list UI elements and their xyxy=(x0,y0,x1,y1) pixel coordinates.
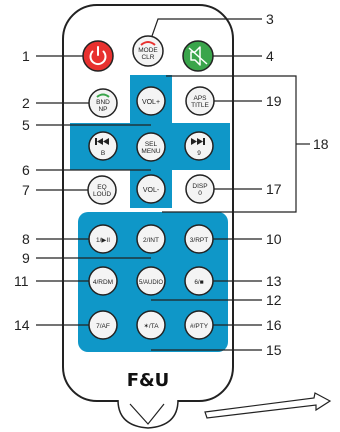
callout-14: 14 xyxy=(14,317,30,333)
aps-title-button[interactable]: APS TITLE xyxy=(185,86,215,116)
callout-lines xyxy=(36,18,310,351)
disp-label: DISP xyxy=(192,183,207,190)
key-6-button[interactable]: 6/■ xyxy=(184,266,214,296)
band-np-button[interactable]: BND NP xyxy=(88,88,118,118)
next-button[interactable]: 9 xyxy=(184,131,214,161)
loud-label: LOUD xyxy=(93,191,111,198)
callout-9: 9 xyxy=(22,250,30,266)
callout-18: 18 xyxy=(313,136,329,152)
menu-label: MENU xyxy=(141,148,160,155)
key-4-button[interactable]: 4/RDM xyxy=(88,266,118,296)
key-7-button[interactable]: 7/AF xyxy=(88,310,118,340)
disp-button[interactable]: DISP 0 xyxy=(185,174,215,204)
vol-up-label: VOL+ xyxy=(142,99,160,106)
power-button[interactable] xyxy=(82,40,114,72)
clr-label: CLR xyxy=(141,54,154,61)
arc-icon xyxy=(140,41,156,46)
callout-19: 19 xyxy=(266,93,282,109)
eq-label: EQ xyxy=(97,184,106,191)
speaker-mute-icon xyxy=(188,46,208,66)
disp-sub-label: 0 xyxy=(198,190,202,197)
title-label: TITLE xyxy=(191,102,209,109)
vol-down-label: VOL- xyxy=(143,187,160,194)
callout-16: 16 xyxy=(266,317,282,333)
prev-sub-label: B xyxy=(101,150,105,157)
callout-7: 7 xyxy=(22,182,30,198)
callout-15: 15 xyxy=(266,342,282,358)
key-7-label: 7/AF xyxy=(96,323,110,330)
mode-label: MODE xyxy=(138,47,158,54)
key-8-label: ✶/TA xyxy=(143,322,159,330)
key-3-button[interactable]: 3/RPT xyxy=(184,224,214,254)
callout-numbers: 1 2 3 4 5 6 7 8 9 10 11 12 13 14 15 16 1… xyxy=(14,11,329,358)
key-6-label: 6/■ xyxy=(194,279,203,286)
callout-13: 13 xyxy=(266,273,282,289)
key-9-button[interactable]: #/PTY xyxy=(184,310,214,340)
next-sub-label: 9 xyxy=(197,150,201,157)
key-1-button[interactable]: 1/▶II xyxy=(88,224,118,254)
sel-label: SEL xyxy=(145,141,158,148)
key-5-label: 5/AUDIO xyxy=(139,280,163,286)
key-2-button[interactable]: 2/INT xyxy=(136,224,166,254)
callout-8: 8 xyxy=(22,231,30,247)
arc-icon xyxy=(96,93,110,98)
np-label: NP xyxy=(98,106,107,113)
skip-forward-icon xyxy=(191,138,205,145)
key-4-label: 4/RDM xyxy=(93,279,113,286)
vol-up-button[interactable]: VOL+ xyxy=(136,86,166,116)
callout-6: 6 xyxy=(22,162,30,178)
eq-loud-button[interactable]: EQ LOUD xyxy=(87,175,117,205)
aps-label: APS xyxy=(193,95,207,102)
callout-2: 2 xyxy=(22,95,30,111)
power-icon xyxy=(89,46,107,66)
callout-1: 1 xyxy=(22,48,30,64)
band-label: BND xyxy=(96,99,110,106)
callout-12: 12 xyxy=(266,292,282,308)
ir-emitter-mark xyxy=(129,403,165,425)
key-3-label: 3/RPT xyxy=(190,237,208,244)
callout-3: 3 xyxy=(266,11,274,27)
prev-button[interactable]: B xyxy=(88,131,118,161)
vol-down-button[interactable]: VOL- xyxy=(136,174,166,204)
brand-logo: F&U xyxy=(127,370,170,391)
key-5-button[interactable]: 5/AUDIO xyxy=(136,266,166,296)
callout-17: 17 xyxy=(266,181,282,197)
key-2-label: 2/INT xyxy=(143,237,159,244)
mute-button[interactable] xyxy=(182,40,214,72)
callout-11: 11 xyxy=(14,273,29,289)
key-8-button[interactable]: ✶/TA xyxy=(136,310,166,340)
callout-5: 5 xyxy=(22,117,30,133)
skip-back-icon xyxy=(95,138,109,145)
callout-4: 4 xyxy=(266,48,274,64)
ir-arrow xyxy=(204,392,332,419)
sel-menu-button[interactable]: SEL MENU xyxy=(136,132,166,162)
callout-10: 10 xyxy=(266,231,282,247)
mode-clr-button[interactable]: MODE CLR xyxy=(132,35,164,67)
key-1-label: 1/▶II xyxy=(96,237,110,244)
key-9-label: #/PTY xyxy=(190,323,209,330)
